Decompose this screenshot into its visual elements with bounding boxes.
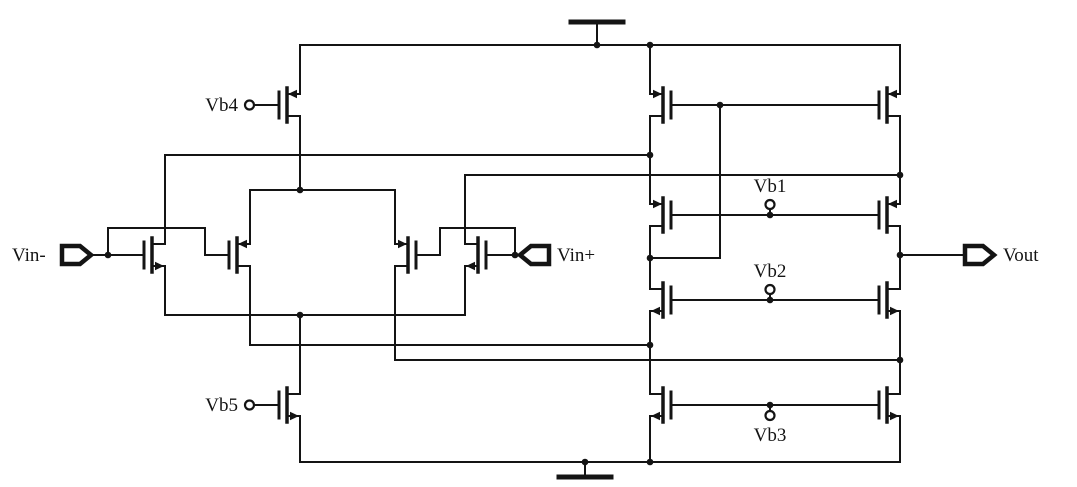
label-vb1: Vb1 (754, 176, 787, 197)
nmos-input-m1 (118, 221, 167, 289)
nmos-cascode-right-vb2 (853, 266, 902, 334)
wire-m2-drain-to-left-cascode (249, 286, 651, 346)
wire-m4-drain-to-right-cascode (464, 174, 901, 224)
label-vin-plus: Vin+ (557, 245, 595, 266)
vin-minus-port (62, 246, 91, 264)
vin-plus-port (520, 246, 549, 264)
nmos-sink-right-vb3 (853, 371, 902, 439)
pmos-cascode-left-vb1 (648, 181, 697, 249)
label-vout: Vout (1003, 245, 1039, 266)
vb3-terminal (764, 409, 776, 422)
vout-port (965, 246, 994, 264)
wire-m1-drain-to-left-cascode (164, 154, 651, 224)
vb1-terminal (764, 198, 776, 211)
wire-nmos-pair-tail (164, 286, 466, 316)
label-vb5: Vb5 (205, 395, 238, 416)
vb4-terminal (243, 99, 256, 111)
wire-vin-minus-to-m2-gate (107, 227, 206, 256)
pmos-mirror-left (648, 71, 697, 139)
label-vb4: Vb4 (205, 95, 238, 116)
nmos-vb5-current-sink (253, 371, 302, 439)
vdd-symbol (568, 19, 626, 46)
wire-m3-drain-to-right-cascode (394, 286, 901, 361)
wire-pmos-pair-tail (249, 189, 396, 224)
nmos-sink-left-vb3 (648, 371, 697, 439)
pmos-mirror-right (853, 71, 902, 139)
pmos-input-m3 (393, 221, 442, 289)
label-vin-minus: Vin- (12, 245, 46, 266)
label-vb2: Vb2 (754, 261, 787, 282)
nmos-input-m4 (463, 221, 512, 289)
nmos-cascode-left-vb2 (648, 266, 697, 334)
vb2-terminal (764, 283, 776, 296)
vb5-terminal (243, 399, 256, 411)
wire-mirror-gate-feedback (649, 104, 721, 259)
label-vb3: Vb3 (754, 425, 787, 446)
pmos-input-m2 (203, 221, 252, 289)
junction-dots (104, 41, 904, 466)
pmos-cascode-right-vb1 (853, 181, 902, 249)
pmos-vb4-current-source (253, 71, 302, 139)
wire-vin-plus-to-m3-gate (439, 227, 516, 256)
